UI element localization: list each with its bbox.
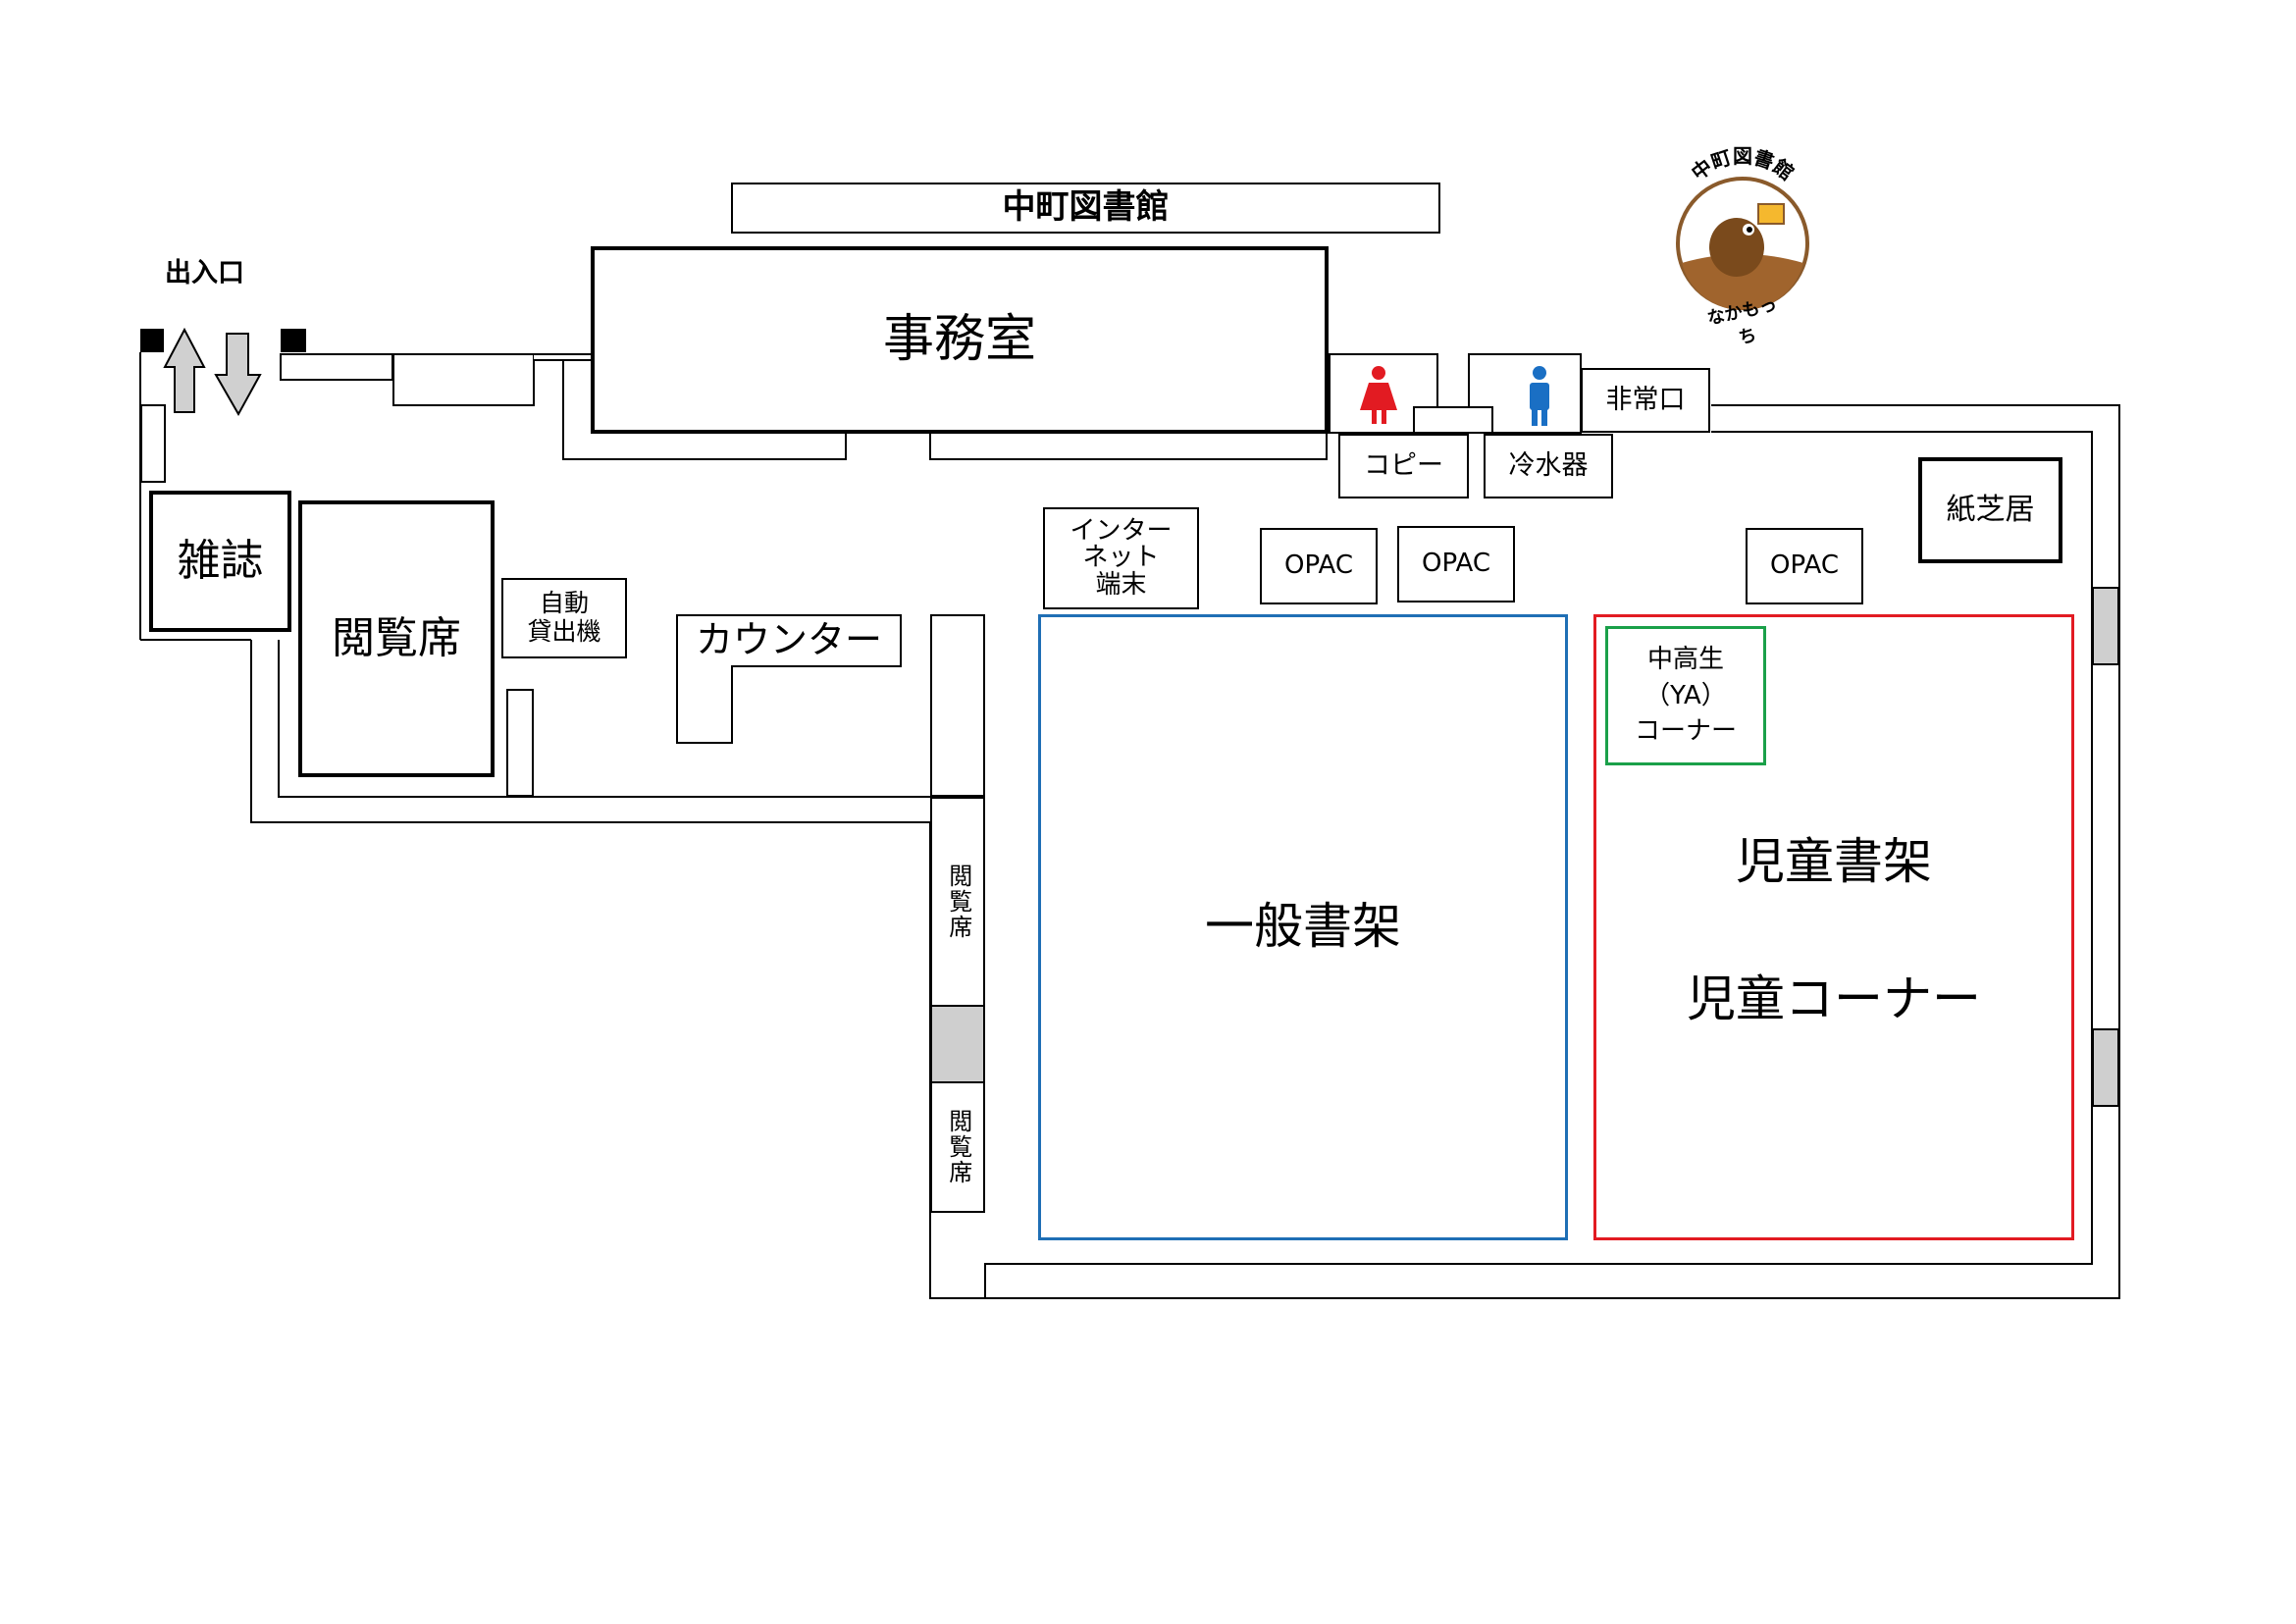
children-corner-label: 児童コーナー	[1687, 970, 1981, 1028]
pillar-3	[2092, 1028, 2119, 1107]
entrance-post-left	[140, 329, 164, 352]
arrow-up-icon	[163, 327, 206, 413]
office-room: 事務室	[591, 246, 1329, 434]
reading-strip-top	[930, 614, 985, 797]
service-counter: カウンター	[676, 614, 902, 667]
internet-terminal: インター ネット 端末	[1043, 507, 1199, 609]
counter-leg	[676, 665, 733, 744]
self-checkout-machine: 自動 貸出機	[501, 578, 627, 658]
reading-seats-strip-1: 閲覧席	[930, 797, 985, 1007]
opac-terminal-2: OPAC	[1397, 526, 1515, 602]
entrance-label: 出入口	[165, 258, 244, 288]
children-bookshelves-area	[1593, 614, 2074, 1240]
storage-box	[392, 353, 535, 406]
ya-corner: 中高生 （YA） コーナー	[1605, 626, 1766, 765]
reading-seats-strip-2: 閲覧席	[930, 1081, 985, 1213]
emergency-exit: 非常口	[1581, 368, 1710, 433]
reading-seats-strip-2-label: 閲覧席	[944, 1109, 972, 1185]
copy-machine: コピー	[1338, 434, 1469, 498]
kamishibai-area: 紙芝居	[1918, 457, 2062, 563]
magazine-shelf: 雑誌	[149, 491, 291, 632]
left-wall-segment	[140, 404, 166, 483]
library-title: 中町図書館	[731, 183, 1440, 234]
arrow-down-icon	[214, 333, 262, 417]
restroom-partition	[1413, 406, 1493, 434]
water-cooler: 冷水器	[1484, 434, 1613, 498]
general-bookshelves: 一般書架	[1038, 614, 1568, 1240]
opac-terminal-3: OPAC	[1746, 528, 1863, 604]
reading-seats: 閲覧席	[298, 500, 495, 777]
entrance-post-right	[281, 329, 306, 352]
checkout-post	[506, 689, 534, 797]
pillar-2	[2092, 587, 2119, 665]
children-shelves-label: 児童書架	[1736, 833, 1932, 891]
entrance-wall-segment	[280, 353, 393, 381]
opac-terminal-1: OPAC	[1260, 528, 1378, 604]
reading-seats-strip-1-label: 閲覧席	[944, 864, 972, 940]
